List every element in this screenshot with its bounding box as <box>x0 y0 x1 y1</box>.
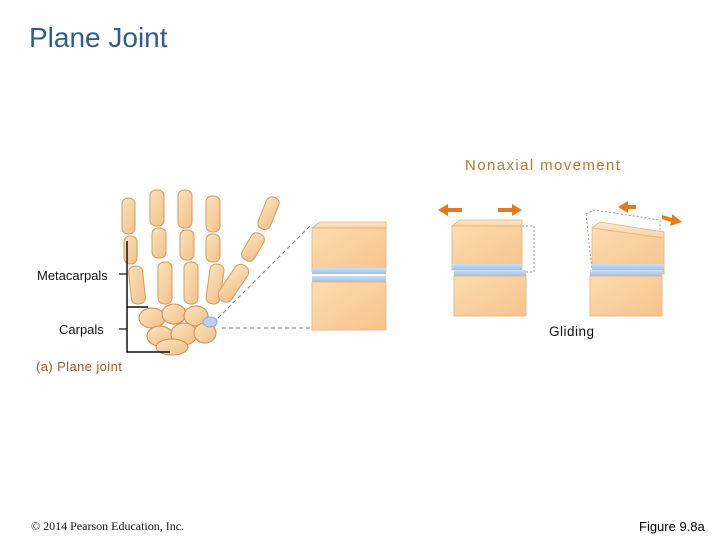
zoomed-joint-blocks <box>310 221 387 331</box>
copyright-notice: © 2014 Pearson Education, Inc. <box>31 519 185 533</box>
gliding-movement-left <box>438 204 535 317</box>
figure-caption: (a) Plane joint <box>36 359 123 374</box>
arrow-left-icon <box>618 201 636 213</box>
gliding-movement-right <box>585 201 682 317</box>
gliding-label: Gliding <box>549 324 595 339</box>
metacarpals-label: Metacarpals <box>37 268 108 283</box>
arrow-right-icon <box>498 204 522 216</box>
figure-reference: Figure 9.8a <box>639 519 705 534</box>
slide-title: Plane Joint <box>29 22 168 53</box>
arrow-right-icon <box>662 214 682 226</box>
movement-type-label: Nonaxial movement <box>465 157 622 174</box>
hand-bones-illustration <box>119 189 311 356</box>
arrow-left-icon <box>438 204 462 216</box>
carpals-label: Carpals <box>59 322 104 337</box>
